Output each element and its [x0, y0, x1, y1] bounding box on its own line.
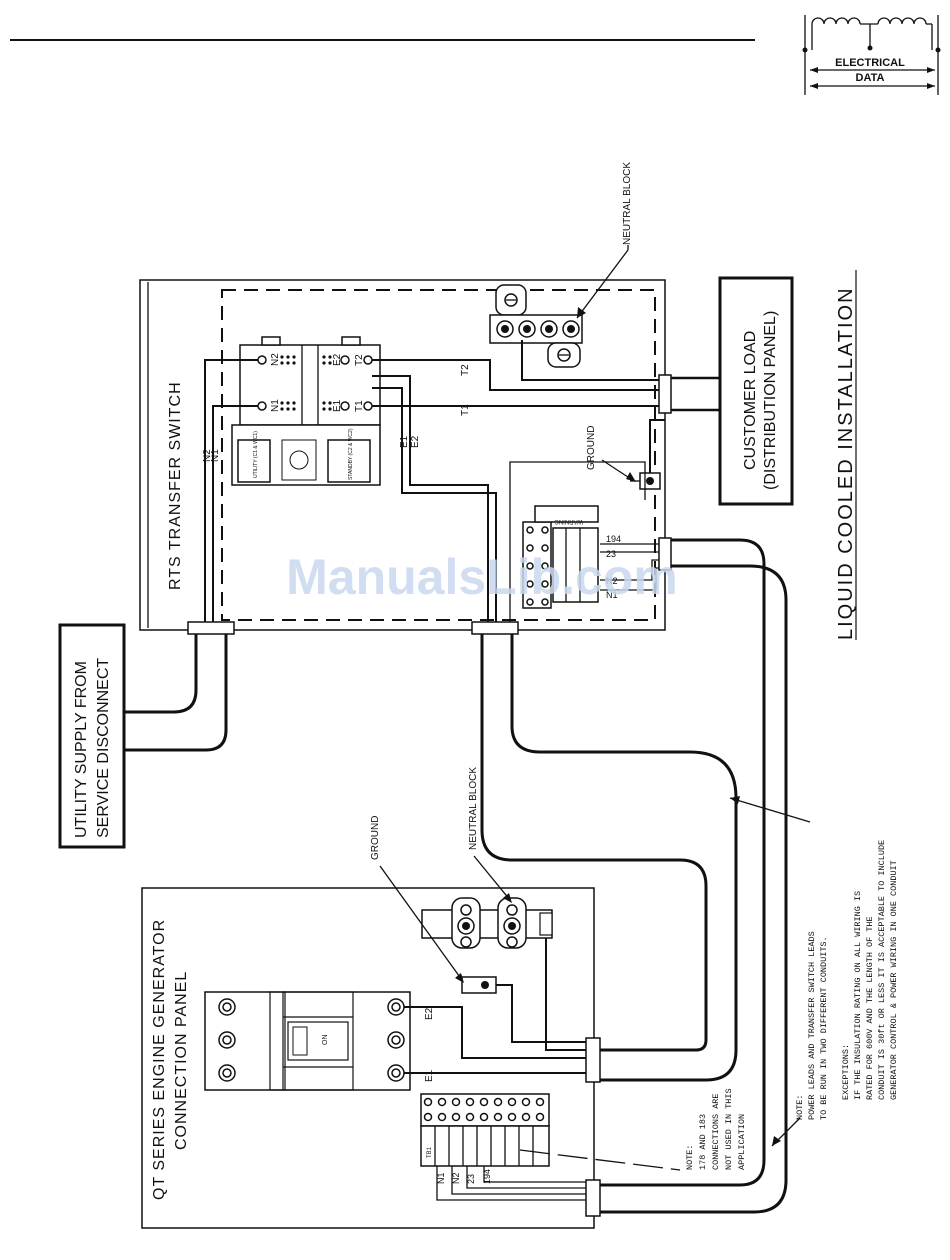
- breaker-on-label: ON: [322, 1035, 329, 1046]
- rts-generator-power-conduit-fitting: [471, 621, 519, 635]
- gen-ground-lug: [461, 976, 497, 994]
- wire-label-e1: E1: [399, 435, 410, 448]
- gen-neutral-block: [421, 897, 553, 949]
- wire-label-e2: E2: [410, 435, 421, 448]
- watermark: ManualsLib.com: [286, 549, 678, 605]
- contactor-dots: [280, 355, 332, 411]
- standby-coil-label: STANDBY (C2 & WC2): [348, 428, 354, 480]
- rts-label-plate: [552, 527, 599, 603]
- terminal-t1: [363, 401, 373, 411]
- utility-supply-line2: SERVICE DISCONNECT: [95, 658, 112, 838]
- note1-line2: 178 AND 183: [698, 1114, 708, 1170]
- wire-label-t2: T2: [460, 364, 471, 376]
- rts-utility-conduit-fitting: [187, 621, 235, 635]
- label-e2: E2: [332, 353, 343, 366]
- tb-wire-n2: N2: [451, 1172, 461, 1184]
- note1-line3: CONNECTIONS ARE: [711, 1093, 721, 1170]
- terminal-e1: [340, 401, 350, 411]
- rts-wire-n2: N2: [606, 576, 618, 586]
- wire-label-n2: N2: [202, 449, 213, 462]
- utility-coil-label: UTILITY (C1 & WC1): [253, 431, 259, 478]
- gen-output-e2: E2: [424, 1007, 435, 1020]
- rts-ground-label: GROUND: [586, 426, 597, 470]
- generator-title-line1: QT SERIES ENGINE GENERATOR: [151, 919, 168, 1200]
- badge-label-data: DATA: [856, 72, 885, 84]
- customer-load-box: CUSTOMER LOAD (DISTRIBUTION PANEL): [718, 276, 794, 506]
- exceptions-line1: EXCEPTIONS:: [841, 1044, 851, 1100]
- rts-title: RTS TRANSFER SWITCH: [167, 381, 184, 590]
- label-n2: N2: [270, 353, 281, 366]
- utility-supply-line1: UTILITY SUPPLY FROM: [73, 661, 90, 838]
- terminal-e2: [340, 355, 350, 365]
- utility-coil: [237, 439, 271, 483]
- exceptions-line2: IF THE INSULATION RATING ON ALL WIRING I…: [853, 891, 863, 1100]
- gen-control-conduit-fitting: [585, 1179, 601, 1217]
- note-separate-conduits: NOTE: POWER LEADS AND TRANSFER SWITCH LE…: [795, 931, 829, 1120]
- tb-wire-23: 23: [466, 1174, 476, 1184]
- page-title: LIQUID COOLED INSTALLATION: [835, 286, 857, 640]
- terminal-n1: [257, 401, 267, 411]
- note1-line4: NOT USED IN THIS: [724, 1088, 734, 1170]
- terminal-n2: [257, 355, 267, 365]
- gen-output-e1: E1: [424, 1069, 435, 1082]
- rts-warning-label: WARNING: [554, 518, 583, 524]
- electrical-data-badge: ELECTRICAL DATA: [802, 15, 941, 95]
- rts-load-conduit-fitting: [658, 374, 672, 414]
- wire-label-n1: N1: [210, 449, 221, 462]
- rts-neutral-block-label: NEUTRAL BLOCK: [622, 162, 633, 245]
- tb-wire-n1: N1: [436, 1172, 446, 1184]
- gen-terminal-strip: TB1: [420, 1093, 550, 1167]
- exceptions-line3: RATED FOR 600V AND THE LENGTH OF THE: [865, 916, 875, 1100]
- exceptions-line5: GENERATOR CONTROL & POWER WIRING IN ONE …: [889, 860, 899, 1100]
- generator-connection-panel: QT SERIES ENGINE GENERATOR CONNECTION PA…: [141, 767, 681, 1229]
- note-exceptions: EXCEPTIONS: IF THE INSULATION RATING ON …: [841, 840, 899, 1100]
- rts-wire-194: 194: [606, 534, 621, 544]
- rts-control-conduit-fitting: [658, 537, 672, 571]
- rts-warning-plate: [534, 505, 599, 523]
- wire-label-t1: T1: [460, 404, 471, 416]
- badge-label-electrical: ELECTRICAL: [835, 57, 905, 69]
- label-t2: T2: [354, 354, 365, 366]
- note-unused-connections: NOTE: 178 AND 183 CONNECTIONS ARE NOT US…: [685, 1088, 747, 1170]
- tb1-label: TB1: [427, 1146, 433, 1158]
- customer-load-line2: (DISTRIBUTION PANEL): [762, 311, 779, 490]
- rts-neutral-block: [489, 284, 583, 368]
- label-t1: T1: [354, 400, 365, 412]
- rts-wire-n1: N1: [606, 590, 618, 600]
- gen-power-conduit-fitting: [585, 1037, 601, 1083]
- rts-wire-23: 23: [606, 549, 616, 559]
- rts-transfer-switch: RTS TRANSFER SWITCH N2 N1 E2 E1 T2 T1: [139, 162, 672, 635]
- generator-title-line2: CONNECTION PANEL: [173, 971, 190, 1150]
- note1-line5: APPLICATION: [737, 1114, 747, 1170]
- standby-coil: [327, 439, 371, 483]
- label-e1: E1: [332, 399, 343, 412]
- terminal-t2: [363, 355, 373, 365]
- tb-wire-194: 194: [482, 1169, 492, 1184]
- exceptions-line4: CONDUIT IS 30ft OR LESS IT IS ACCEPTABLE…: [877, 840, 887, 1100]
- utility-supply-box: UTILITY SUPPLY FROM SERVICE DISCONNECT: [58, 623, 126, 849]
- gen-ground-label: GROUND: [370, 816, 381, 860]
- label-n1: N1: [270, 399, 281, 412]
- note1-line1: NOTE:: [685, 1144, 695, 1170]
- note2-line1: NOTE:: [795, 1094, 805, 1120]
- note2-line3: TO BE RUN IN TWO DIFFERENT CONDUITS.: [819, 936, 829, 1120]
- note2-line2: POWER LEADS AND TRANSFER SWITCH LEADS: [807, 931, 817, 1120]
- breaker-terminals-left: [218, 998, 236, 1082]
- gen-neutral-block-label: NEUTRAL BLOCK: [468, 767, 479, 850]
- breaker-terminals-right: [387, 998, 405, 1082]
- customer-load-line1: CUSTOMER LOAD: [742, 331, 759, 470]
